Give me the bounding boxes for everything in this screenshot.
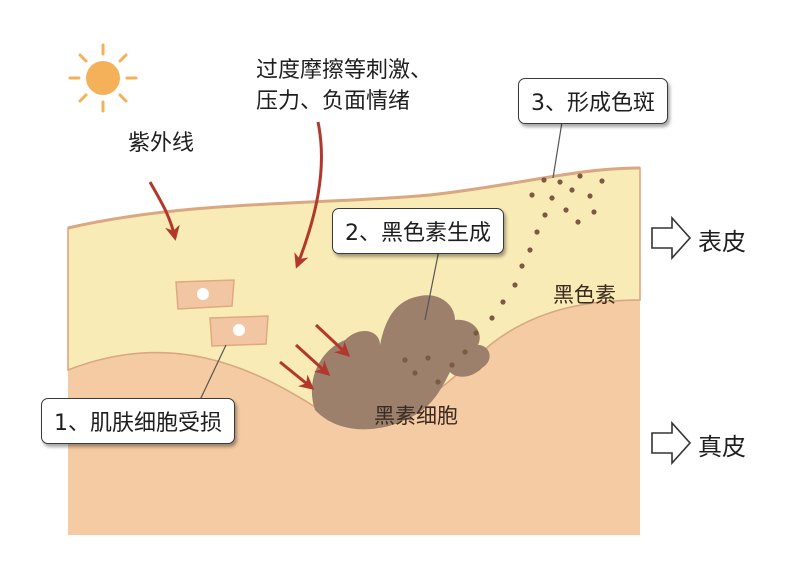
arrow-right-outline-icon: [651, 215, 692, 261]
damaged-cell-icon: [175, 279, 235, 310]
uv-label: 紫外线: [128, 131, 195, 156]
sun-icon: [68, 43, 138, 113]
push-arrows-icon: [279, 323, 351, 390]
melanocyte-shape: [311, 295, 490, 430]
arrow-right-outline-icon: [651, 420, 692, 466]
step3-callout: 3、形成色斑: [518, 78, 668, 124]
dermis-label: 真皮: [698, 433, 746, 461]
skin-surface-line: [67, 166, 641, 230]
stress-label-line1: 过度摩擦等刺激、: [256, 58, 433, 83]
uv-arrow-icon: [148, 181, 180, 241]
step1-callout: 1、肌肤细胞受损: [41, 398, 235, 444]
melanin-dots: [402, 173, 605, 385]
stress-label-line2: 压力、负面情绪: [256, 89, 411, 114]
damaged-cell-icon: [209, 315, 269, 347]
callout-line: [552, 121, 563, 179]
melanocyte-label: 黑素细胞: [374, 404, 458, 428]
melanin-label: 黑色素: [553, 283, 616, 307]
step2-callout: 2、黑色素生成: [332, 208, 504, 254]
epidermis-label: 表皮: [698, 228, 746, 256]
callout-line: [199, 344, 227, 401]
stress-arrow-icon: [294, 121, 323, 269]
dermis-layer: [68, 300, 640, 535]
callout-line: [424, 244, 441, 321]
